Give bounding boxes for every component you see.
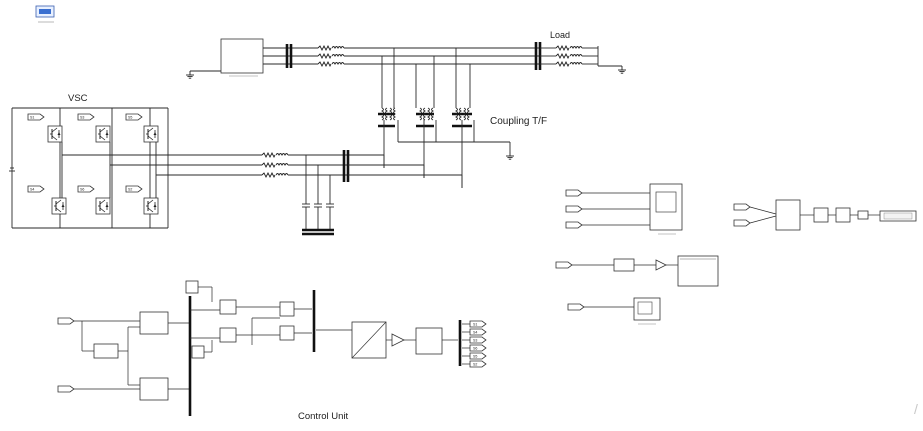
control-unit-diagram[interactable] [57,280,470,416]
corner-mark: / [914,401,918,417]
vsc-output-filter [261,150,463,236]
control-unit-label: Control Unit [298,411,349,422]
svg-text:S3: S3 [80,116,84,120]
gate-tag[interactable]: S4 [27,185,45,193]
gate-output-tags: S1 S4 S3 S6 S5 S2 [469,320,487,368]
measurement-scopes[interactable] [555,183,719,325]
gate-tag[interactable]: S5 [125,113,143,121]
svg-text:S4: S4 [473,331,477,335]
svg-text:S6: S6 [473,347,477,351]
gate-output-tag[interactable]: S2 [469,360,487,368]
grid-lines [263,42,627,74]
power-calculation-chain[interactable] [733,199,917,231]
gate-tag[interactable]: S3 [77,113,95,121]
powergui-block[interactable] [35,5,55,23]
svg-text:S1: S1 [30,116,34,120]
vsc-label: VSC [68,93,88,104]
svg-text:S2: S2 [128,188,132,192]
svg-text:S5: S5 [128,116,132,120]
gate-output-tag[interactable]: S4 [469,328,487,336]
svg-text:S4: S4 [30,188,34,192]
three-phase-source[interactable] [185,38,264,79]
svg-text:S1: S1 [473,323,477,327]
gate-output-tag[interactable]: S1 [469,320,487,328]
vsc-gate-tags: S1 S3 S5 S4 S6 S2 [27,113,143,193]
gate-tag[interactable]: S2 [125,185,143,193]
gate-output-tag[interactable]: S6 [469,344,487,352]
coupling-label: Coupling T/F [490,116,547,127]
svg-text:S5: S5 [473,355,477,359]
load-label: Load [550,30,570,40]
gate-output-tag[interactable]: S3 [469,336,487,344]
svg-text:S6: S6 [80,188,84,192]
svg-text:S3: S3 [473,339,477,343]
gate-tag[interactable]: S1 [27,113,45,121]
vsc-inverter[interactable] [9,107,262,229]
coupling-transformers[interactable] [378,48,515,188]
gate-tag[interactable]: S6 [77,185,95,193]
gate-output-tag[interactable]: S5 [469,352,487,360]
svg-text:S2: S2 [473,363,477,367]
